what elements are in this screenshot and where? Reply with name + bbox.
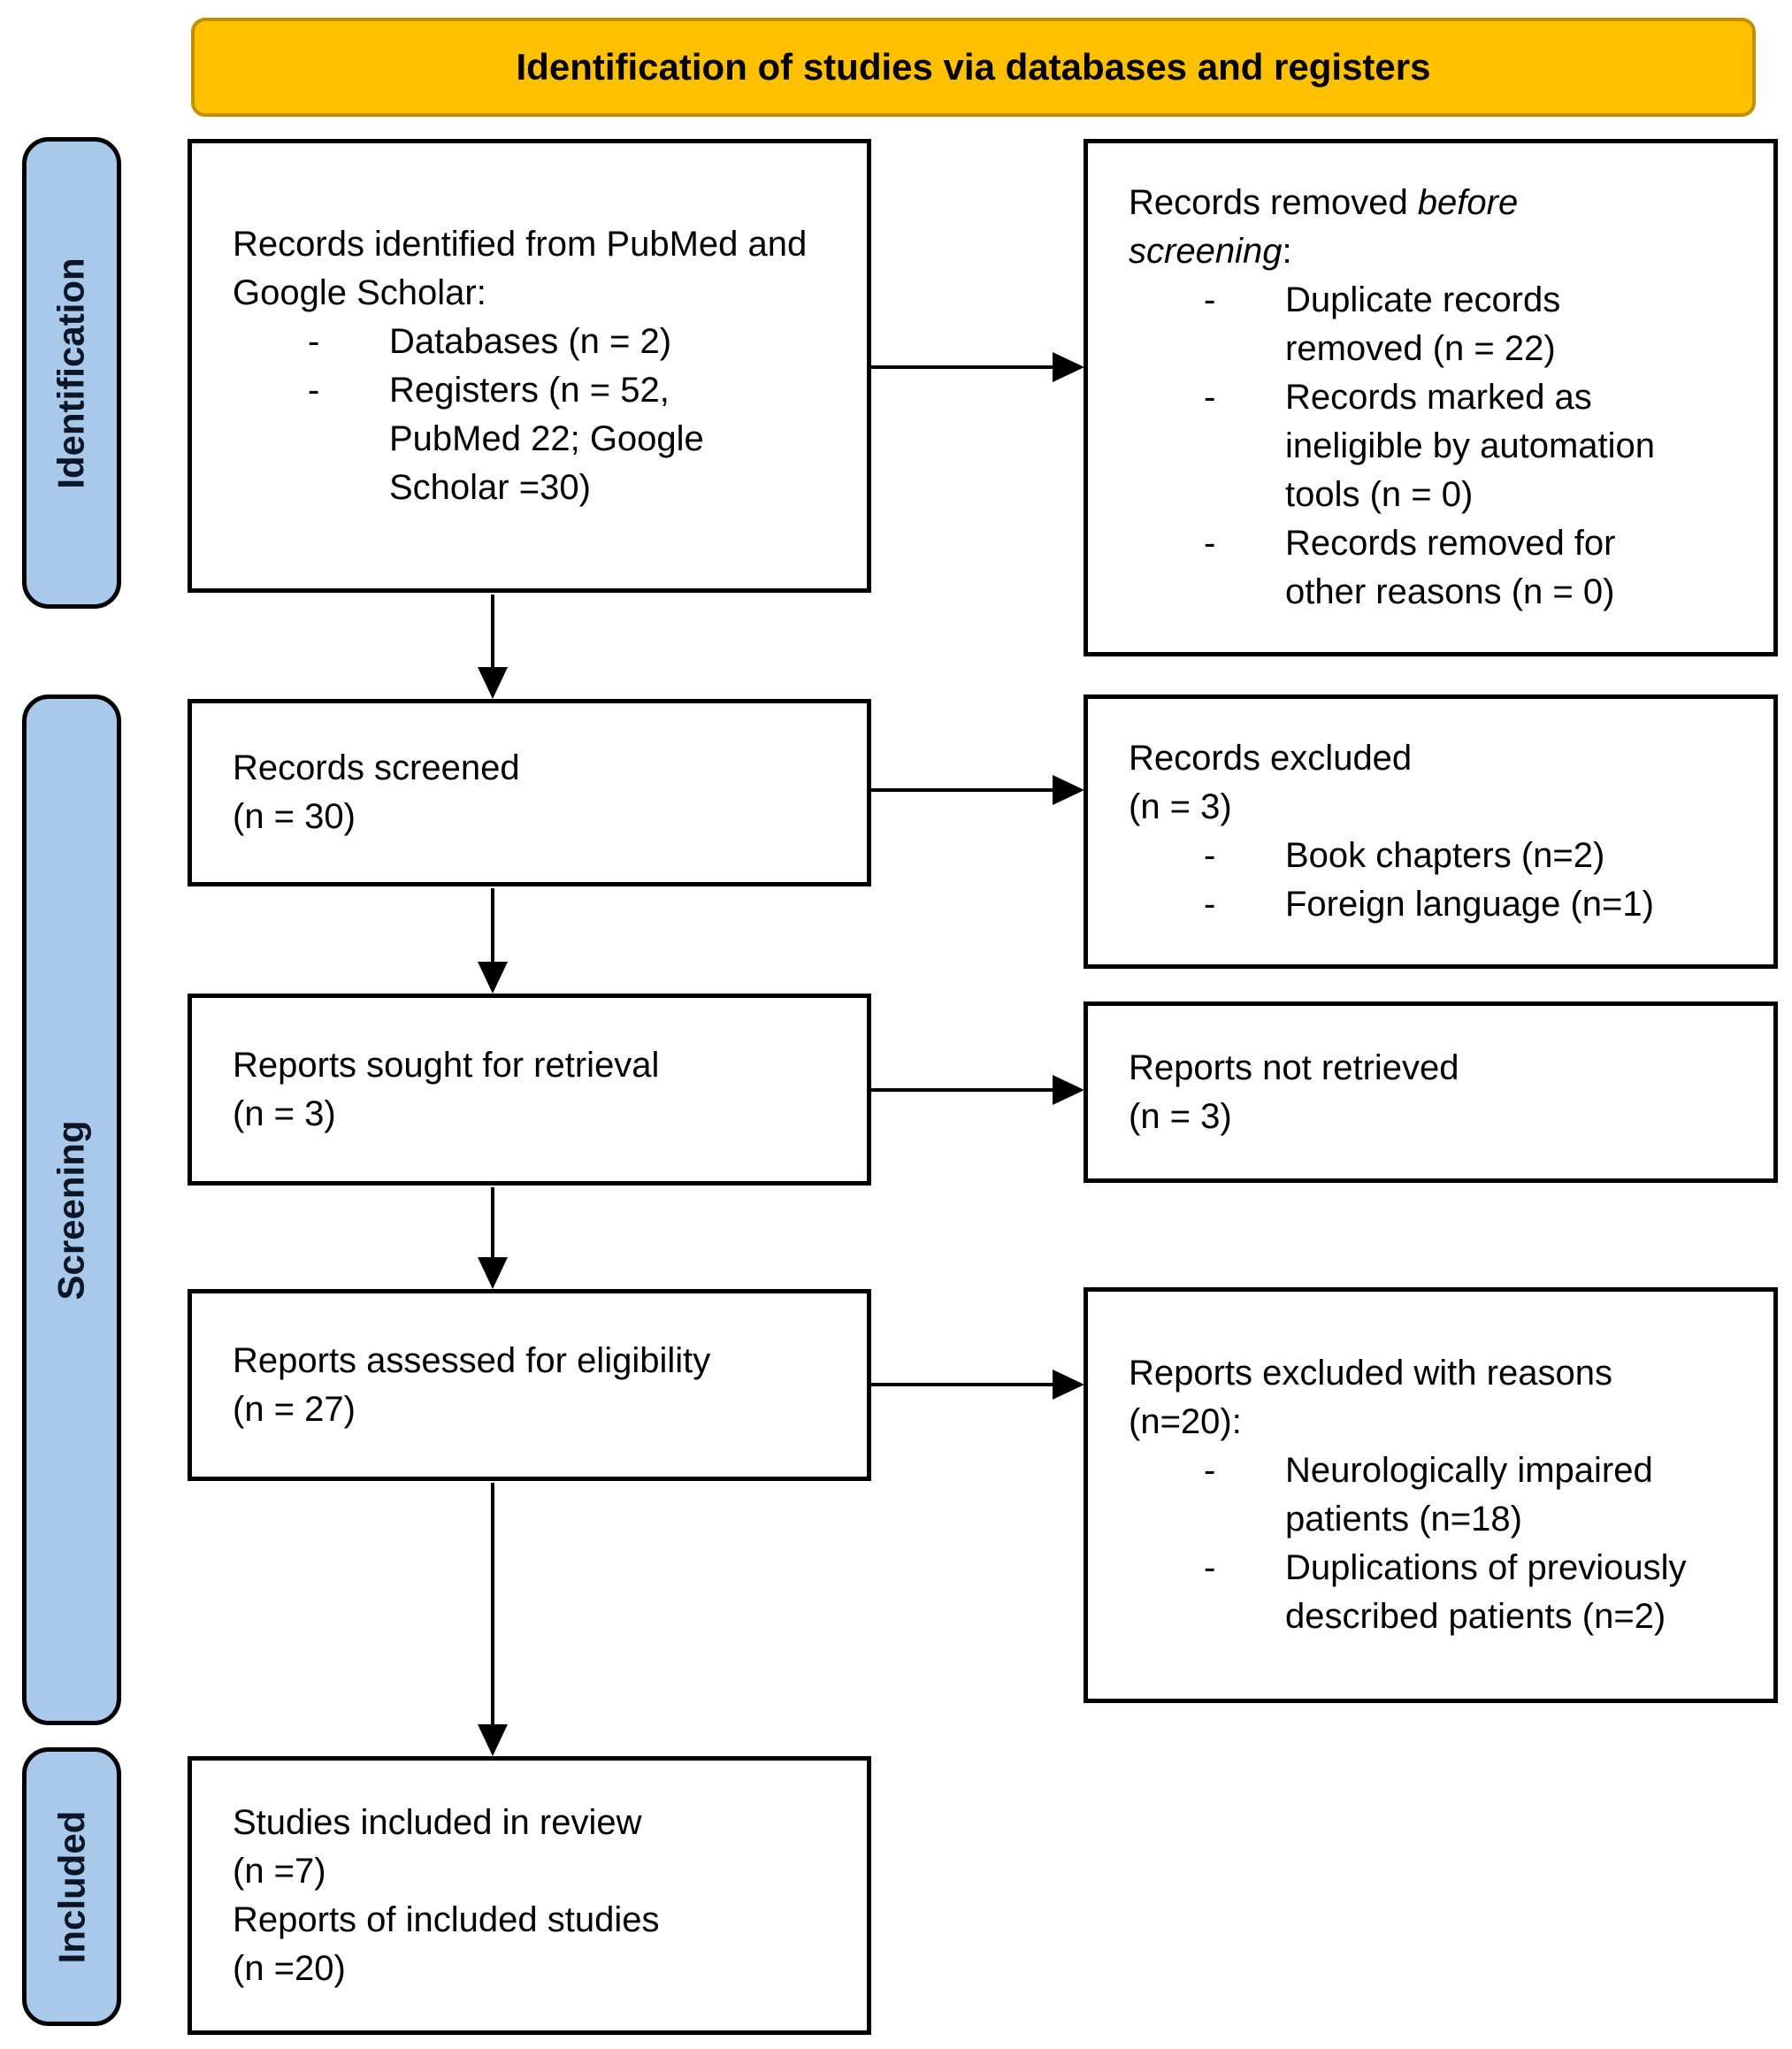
reports-assessed-line1: Reports assessed for eligibility <box>233 1340 711 1380</box>
studies-included-line3: Reports of included studies <box>233 1899 660 1939</box>
stage-label-screening: Screening <box>50 1119 93 1301</box>
bullet-other-reasons: - Records removed for other reasons (n =… <box>1204 519 1749 617</box>
box-reports-not-retrieved: Reports not retrieved (n = 3) <box>1084 1001 1778 1183</box>
bullet-registers: - Registers (n = 52, PubMed 22; Google S… <box>308 366 842 512</box>
records-removed-title: Records removed before screening: <box>1129 179 1668 276</box>
box-records-removed-before-screening: Records removed before screening: - Dupl… <box>1084 139 1778 656</box>
bullet-dash: - <box>1204 885 1216 924</box>
records-screened-line2: (n = 30) <box>233 797 356 836</box>
bullet-book-chapters: - Book chapters (n=2) <box>1204 832 1749 880</box>
bullet-automation-text: Records marked as ineligible by automati… <box>1285 378 1656 514</box>
reports-excluded-title: Reports excluded with reasons (n=20): <box>1129 1354 1612 1441</box>
studies-included-line2: (n =7) <box>233 1851 326 1891</box>
arrowhead-identified-to-screened <box>478 667 508 699</box>
box-records-screened: Records screened (n = 30) <box>188 699 871 886</box>
bullet-dash: - <box>1204 378 1216 417</box>
records-removed-title-prefix: Records removed <box>1129 183 1418 222</box>
bullet-book-chapters-text: Book chapters (n=2) <box>1285 836 1605 875</box>
arrowhead-assessed-to-included <box>478 1724 508 1756</box>
diagram-header-banner: Identification of studies via databases … <box>191 18 1756 117</box>
bullet-other-reasons-text: Records removed for other reasons (n = 0… <box>1285 524 1616 611</box>
bullet-dash: - <box>1204 280 1216 319</box>
bullet-databases: - Databases (n = 2) <box>308 318 842 366</box>
bullet-duplications: - Duplications of previously described p… <box>1204 1544 1749 1641</box>
box-reports-assessed: Reports assessed for eligibility (n = 27… <box>188 1289 871 1481</box>
arrowhead-screened-to-sought <box>478 962 508 994</box>
stage-tab-screening: Screening <box>22 695 121 1725</box>
records-removed-title-suffix: : <box>1282 232 1292 271</box>
stage-label-included: Included <box>50 1810 92 1963</box>
bullet-duplicates-text: Duplicate records removed (n = 22) <box>1285 280 1561 368</box>
diagram-title: Identification of studies via databases … <box>516 46 1431 88</box>
arrowhead-sought-to-assessed <box>478 1257 508 1289</box>
bullet-duplicates: - Duplicate records removed (n = 22) <box>1204 276 1749 373</box>
bullet-automation: - Records marked as ineligible by automa… <box>1204 373 1749 519</box>
bullet-dash: - <box>1204 1548 1216 1587</box>
bullet-dash: - <box>1204 524 1216 563</box>
bullet-neurologically-impaired: - Neurologically impaired patients (n=18… <box>1204 1447 1749 1544</box>
records-identified-title: Records identified from PubMed and Googl… <box>233 224 808 312</box>
box-records-identified: Records identified from PubMed and Googl… <box>188 139 871 593</box>
box-records-excluded: Records excluded (n = 3) - Book chapters… <box>1084 695 1778 969</box>
stage-tab-identification: Identification <box>22 137 121 609</box>
reports-assessed-line2: (n = 27) <box>233 1389 356 1429</box>
arrowhead-sought-to-notretrieved <box>1053 1075 1084 1105</box>
studies-included-line4: (n =20) <box>233 1948 346 1988</box>
arrowhead-assessed-to-reports-excluded <box>1053 1370 1084 1400</box>
arrowhead-screened-to-excluded <box>1053 775 1084 805</box>
records-screened-line1: Records screened <box>233 748 520 787</box>
bullet-databases-text: Databases (n = 2) <box>389 321 672 361</box>
bullet-registers-text: Registers (n = 52, PubMed 22; Google Sch… <box>389 370 704 507</box>
arrowhead-identified-to-removed <box>1053 352 1084 382</box>
records-excluded-line2: (n = 3) <box>1129 787 1232 826</box>
reports-not-retrieved-line2: (n = 3) <box>1129 1096 1232 1136</box>
reports-not-retrieved-line1: Reports not retrieved <box>1129 1048 1459 1087</box>
bullet-neurologically-impaired-text: Neurologically impaired patients (n=18) <box>1285 1451 1653 1539</box>
bullet-dash: - <box>308 370 320 410</box>
box-reports-sought: Reports sought for retrieval (n = 3) <box>188 994 871 1186</box>
reports-sought-line2: (n = 3) <box>233 1094 336 1133</box>
bullet-dash: - <box>1204 836 1216 875</box>
stage-label-identification: Identification <box>50 257 92 489</box>
records-removed-title-italic: before screening <box>1129 183 1519 271</box>
bullet-foreign-language: - Foreign language (n=1) <box>1204 880 1749 929</box>
bullet-duplications-text: Duplications of previously described pat… <box>1285 1548 1687 1636</box>
records-excluded-line1: Records excluded <box>1129 739 1413 778</box>
stage-tab-included: Included <box>22 1747 121 2026</box>
bullet-dash: - <box>1204 1451 1216 1490</box>
studies-included-line1: Studies included in review <box>233 1802 642 1842</box>
reports-sought-line1: Reports sought for retrieval <box>233 1045 660 1085</box>
bullet-dash: - <box>308 321 320 361</box>
box-reports-excluded-with-reasons: Reports excluded with reasons (n=20): - … <box>1084 1287 1778 1703</box>
bullet-foreign-language-text: Foreign language (n=1) <box>1285 885 1654 924</box>
box-studies-included: Studies included in review (n =7) Report… <box>188 1756 871 2035</box>
